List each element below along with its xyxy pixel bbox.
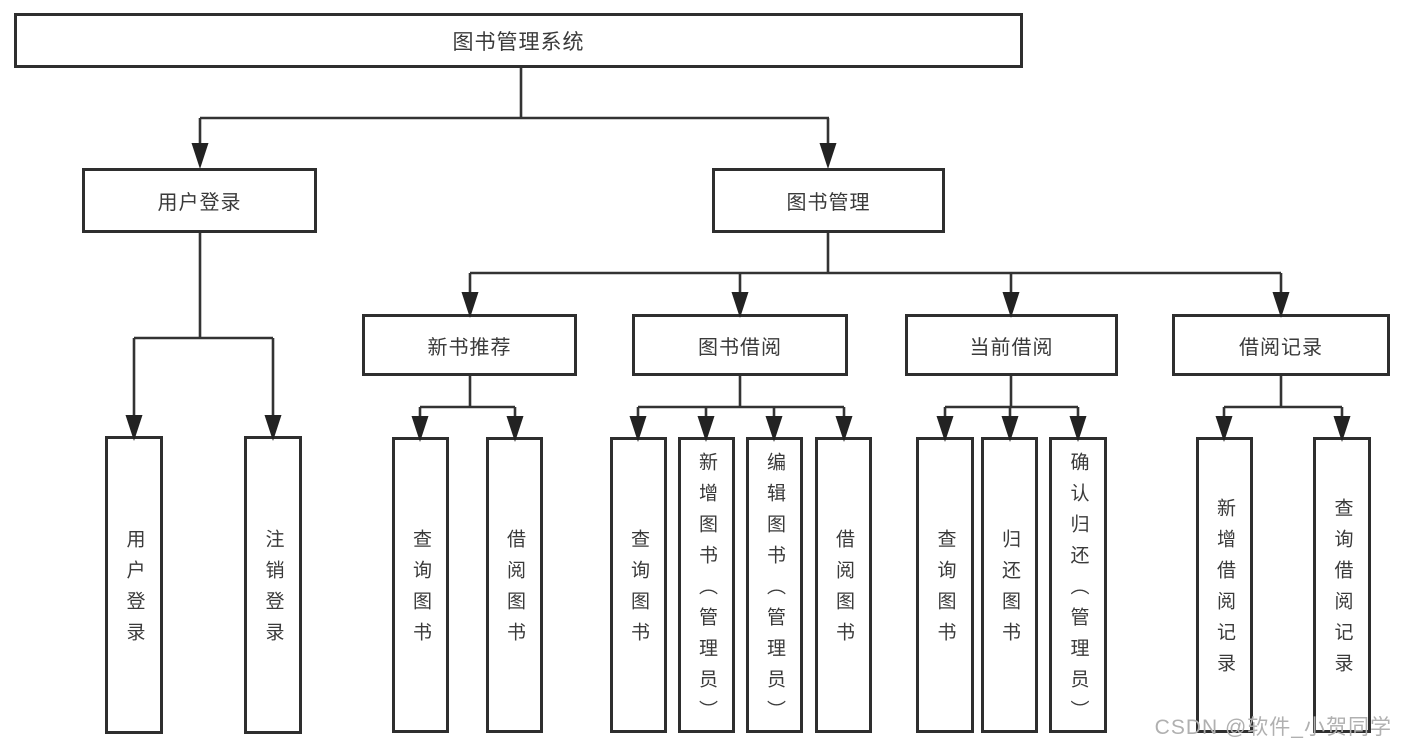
root-node-label: 图书管理系统 bbox=[452, 30, 585, 54]
leaf-confirm-return-admin: 确认归还（管理员） bbox=[1049, 437, 1107, 733]
branch-user-login-label: 用户登录 bbox=[157, 192, 242, 214]
leaf-query-borrow-record-label: 查询借阅记录 bbox=[1331, 498, 1353, 684]
leaf-borrow-books-label: 借阅图书 bbox=[833, 529, 854, 653]
branch-book-management-label: 图书管理 bbox=[786, 192, 871, 214]
category-current-borrow-label: 当前借阅 bbox=[969, 336, 1054, 359]
leaf-logout-label: 注销登录 bbox=[262, 529, 284, 653]
branch-book-management: 图书管理 bbox=[712, 168, 945, 233]
leaf-query-books-current-label: 查询图书 bbox=[934, 529, 956, 653]
category-new-book-recommend: 新书推荐 bbox=[362, 314, 577, 376]
leaf-query-books-borrow: 查询图书 bbox=[610, 437, 667, 733]
leaf-edit-book-admin-label: 编辑图书（管理员） bbox=[764, 451, 785, 731]
leaf-borrow-books: 借阅图书 bbox=[815, 437, 872, 733]
branch-user-login: 用户登录 bbox=[82, 168, 317, 233]
leaf-return-book: 归还图书 bbox=[981, 437, 1038, 733]
leaf-user-login-label: 用户登录 bbox=[123, 529, 145, 653]
leaf-return-book-label: 归还图书 bbox=[999, 529, 1020, 653]
leaf-query-books-borrow-label: 查询图书 bbox=[628, 529, 649, 653]
leaf-logout: 注销登录 bbox=[244, 436, 302, 734]
category-book-borrow-label: 图书借阅 bbox=[698, 336, 782, 359]
category-book-borrow: 图书借阅 bbox=[632, 314, 848, 376]
root-node: 图书管理系统 bbox=[14, 13, 1023, 68]
leaf-confirm-return-admin-label: 确认归还（管理员） bbox=[1067, 451, 1089, 731]
leaf-query-books-current: 查询图书 bbox=[916, 437, 974, 733]
leaf-borrow-books-recommend: 借阅图书 bbox=[486, 437, 543, 733]
leaf-borrow-books-recommend-label: 借阅图书 bbox=[504, 529, 525, 653]
category-borrow-records: 借阅记录 bbox=[1172, 314, 1390, 376]
leaf-add-borrow-record: 新增借阅记录 bbox=[1196, 437, 1253, 733]
category-borrow-records-label: 借阅记录 bbox=[1239, 336, 1323, 359]
category-new-book-recommend-label: 新书推荐 bbox=[427, 336, 512, 359]
leaf-add-book-admin: 新增图书（管理员） bbox=[678, 437, 735, 733]
leaf-edit-book-admin: 编辑图书（管理员） bbox=[746, 437, 803, 733]
leaf-user-login: 用户登录 bbox=[105, 436, 163, 734]
category-current-borrow: 当前借阅 bbox=[905, 314, 1118, 376]
leaf-query-books-recommend: 查询图书 bbox=[392, 437, 449, 733]
leaf-add-borrow-record-label: 新增借阅记录 bbox=[1214, 498, 1235, 684]
leaf-query-books-recommend-label: 查询图书 bbox=[410, 529, 431, 653]
watermark: CSDN @软件_小贺同学 bbox=[1154, 716, 1392, 739]
leaf-query-borrow-record: 查询借阅记录 bbox=[1313, 437, 1371, 733]
leaf-add-book-admin-label: 新增图书（管理员） bbox=[696, 451, 717, 731]
